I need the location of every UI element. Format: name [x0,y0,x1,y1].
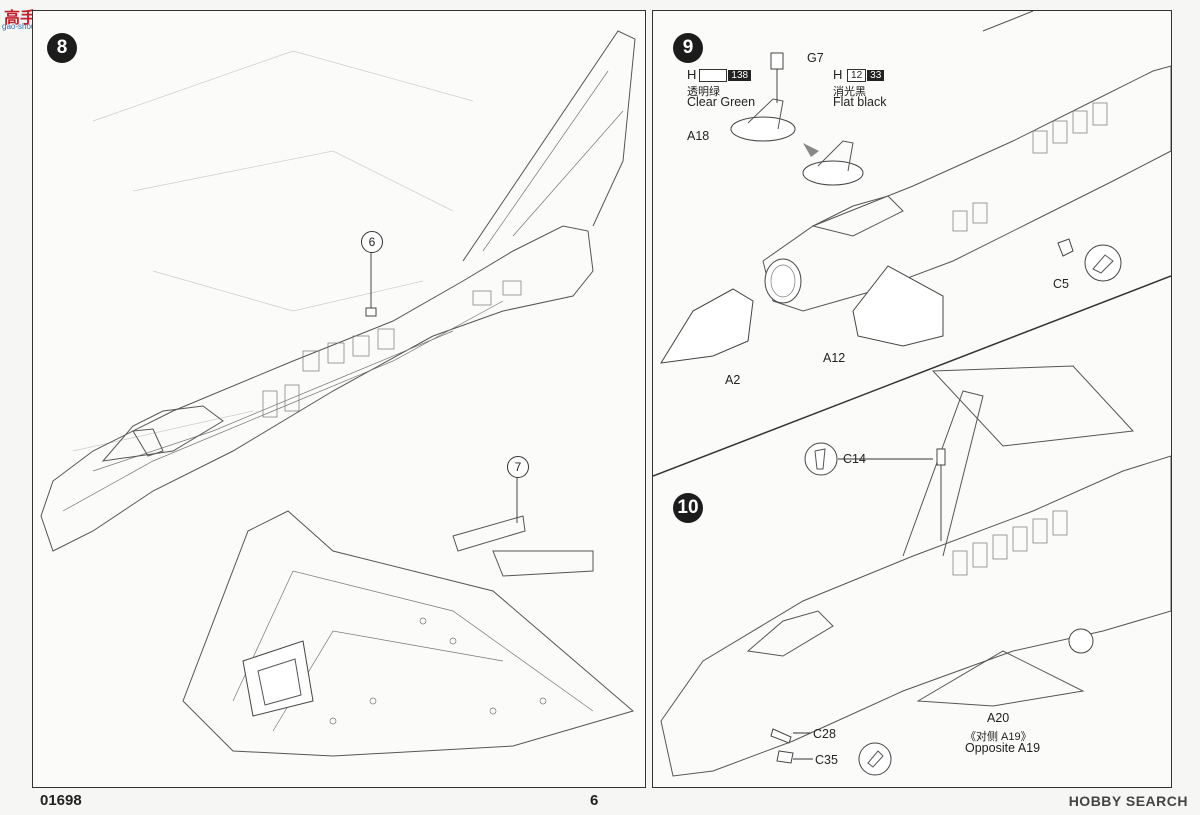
paint-name-en: Clear Green [687,95,756,109]
paint-spec-left: H 138 [687,67,752,83]
part-label-g7: G7 [807,51,824,65]
part-label-c14: C14 [843,452,866,466]
step-8-panel: 8 [32,10,646,788]
paint-name-en: Flat black [833,95,887,109]
step-10-badge: 10 [673,493,703,523]
paint-code: 138 [728,70,752,82]
watermark-text: HOBBY SEARCH [1068,793,1188,809]
part-label-a2: A2 [725,373,741,387]
paint-code-1: 12 [847,69,867,83]
step-8-aircraft-drawing [40,30,636,757]
part-label-a12: A12 [823,351,846,365]
part-label-c5: C5 [1053,277,1069,291]
callout-part-7: 7 [507,456,529,478]
step-9-badge: 9 [673,33,703,63]
paint-name-zh: 消光黑 [833,86,866,98]
part-label-c28: C28 [813,727,836,741]
part-label-a20: A20 [987,711,1010,725]
step-8-badge: 8 [47,33,77,63]
paint-swatch [699,69,728,83]
paint-code-2: 33 [867,70,885,82]
paint-name-zh: 透明绿 [687,86,720,98]
steps-9-10-drawing [653,11,1171,777]
site-logo-url: gao-shou.com [2,22,53,31]
part-label-a20-zh: 《对侧 A19》 [965,731,1032,743]
paint-letter: H [687,67,697,82]
part-label-c35: C35 [815,753,838,767]
callout-part-6: 6 [361,231,383,253]
kit-code: 01698 [40,792,82,809]
paint-letter: H [833,67,843,82]
hobby-search-watermark: HOBBY SEARCH [1069,793,1188,809]
part-label-a18: A18 [687,129,710,143]
part-label-a20-en: Opposite A19 [965,741,1041,755]
page-number: 6 [590,792,599,809]
